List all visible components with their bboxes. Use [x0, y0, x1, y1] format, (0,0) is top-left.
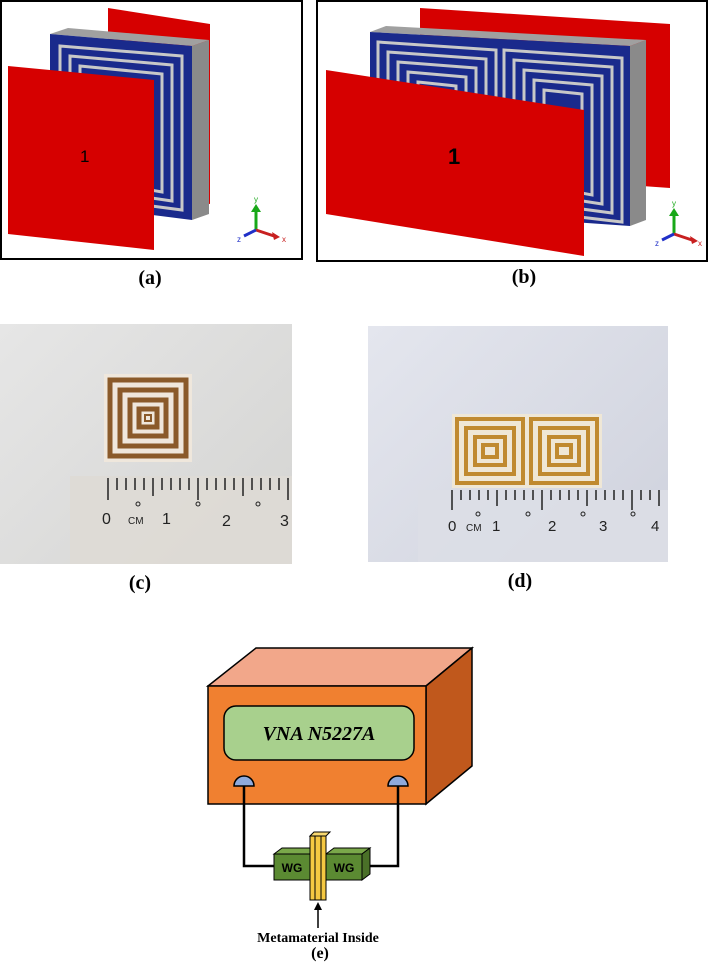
panel-c-fabricated-photo: 0 1 2 3 CM	[0, 324, 292, 564]
caption-c: (c)	[128, 572, 152, 594]
metamaterial-annotation: Metamaterial Inside	[257, 931, 379, 946]
waveguide-right-side	[361, 847, 371, 881]
substrate-side	[192, 40, 209, 220]
panel-a-simulation-model: 1 y x z	[0, 0, 303, 260]
substrate-top	[370, 26, 646, 46]
ruler	[70, 476, 292, 564]
metamaterial-sample	[309, 835, 327, 901]
axis-x-label: x	[282, 235, 286, 244]
ruler-number-3: 3	[280, 513, 289, 530]
vna-model-label: VNA N5227A	[263, 723, 376, 745]
ruler-ticks	[451, 490, 660, 510]
ruler	[418, 490, 668, 562]
substrate-side	[630, 40, 646, 226]
pcb-substrate	[104, 374, 192, 462]
panel-e-measurement-setup: VNA N5227A WG WG Metamaterial Inside (e)	[200, 644, 500, 962]
axis-x-label: x	[698, 239, 702, 248]
waveguide-right-label: WG	[334, 861, 355, 875]
port-label: 1	[448, 144, 460, 169]
unit-cell-3d-model: 1 y x z	[8, 8, 286, 250]
metamaterial-top	[308, 831, 332, 837]
ruler-number-4: 4	[651, 518, 659, 535]
copper-spiral	[107, 377, 189, 459]
panel-d-fabricated-photo: 0 1 2 3 4 CM	[368, 326, 668, 562]
ruler-unit: CM	[466, 523, 482, 534]
axis-triad: y x z	[655, 199, 702, 248]
ruler-ticks	[107, 478, 289, 500]
cable-right	[368, 786, 400, 868]
vna-port-left	[233, 775, 255, 787]
axis-y-label: y	[672, 199, 676, 208]
vna-port-right	[387, 775, 409, 787]
ruler-number-2: 2	[548, 518, 556, 535]
caption-a: (a)	[138, 267, 162, 289]
waveguide-left	[273, 853, 311, 881]
ruler-number-2: 2	[222, 513, 231, 530]
cable-left	[242, 786, 274, 868]
axis-y-label: y	[254, 195, 258, 204]
substrate-top	[50, 28, 209, 46]
vna-setup-diagram: VNA N5227A WG WG Metamaterial Inside (e)	[205, 646, 475, 962]
vna-display	[223, 705, 415, 761]
caption-b: (b)	[511, 266, 537, 288]
double-cell-3d-model: 1 y x z	[326, 8, 702, 256]
front-port-plane	[326, 70, 584, 256]
axis-triad: y x z	[237, 195, 286, 244]
copper-spiral-left	[455, 417, 525, 485]
fabricated-double-cell: 0 1 2 3 4 CM	[418, 414, 668, 562]
caption-d: (d)	[507, 570, 533, 592]
front-port-plane	[8, 66, 154, 250]
port-label: 1	[80, 147, 89, 166]
ruler-number-1: 1	[492, 518, 500, 535]
ruler-number-0: 0	[102, 511, 111, 528]
copper-spiral-right	[529, 417, 599, 485]
axis-z-label: z	[237, 235, 241, 244]
fabricated-single-cell: 0 1 2 3 CM	[70, 374, 292, 564]
ruler-number-1: 1	[162, 511, 171, 528]
caption-e: (e)	[311, 945, 329, 962]
waveguide-left-label: WG	[282, 861, 303, 875]
panel-b-simulation-model: 1 y x z	[316, 0, 708, 262]
ruler-unit: CM	[128, 516, 144, 527]
axis-z-label: z	[655, 239, 659, 248]
ruler-number-3: 3	[599, 518, 607, 535]
ruler-number-0: 0	[448, 518, 456, 535]
